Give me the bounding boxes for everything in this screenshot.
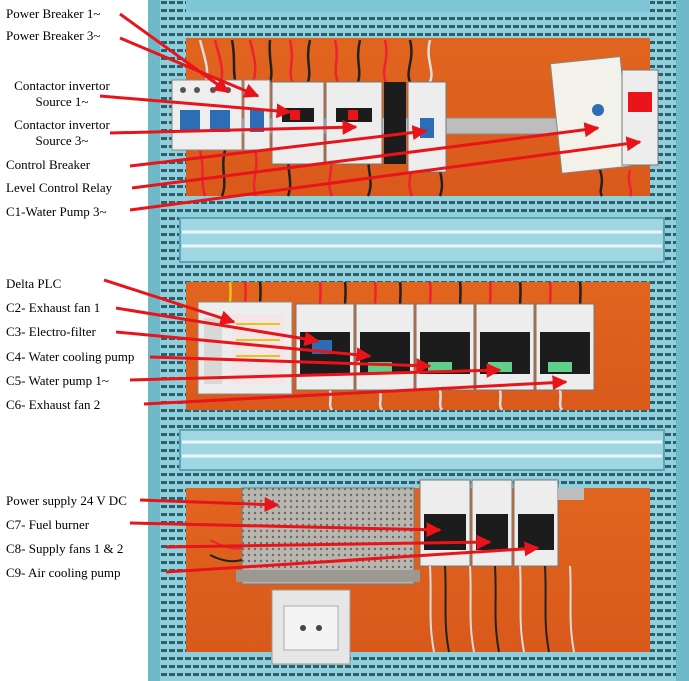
- contactor-inverter-block: [271, 81, 447, 173]
- socket-outlet: [271, 589, 351, 665]
- breaker-block: [171, 79, 271, 151]
- label-level-control-relay: Level Control Relay: [6, 180, 113, 195]
- label-c2-exhaust-fan-1: C2- Exhaust fan 1: [6, 300, 101, 315]
- label-delta-plc: Delta PLC: [6, 276, 62, 291]
- wires-bottom: [209, 539, 575, 653]
- label-contactor-src3: Contactor invertor Source 3~: [6, 117, 118, 149]
- arrow-power-breaker-1: [119, 12, 230, 94]
- arrow-c3: [115, 330, 372, 363]
- label-c6-exhaust-fan-2: C6- Exhaust fan 2: [6, 397, 101, 412]
- label-power-breaker-1: Power Breaker 1~: [6, 6, 101, 21]
- label-contactor-src3-line1: Contactor invertor: [14, 117, 110, 132]
- label-control-breaker: Control Breaker: [6, 157, 91, 172]
- arrow-contactor-src1: [99, 94, 292, 119]
- arrow-control-breaker: [129, 125, 428, 168]
- contactor-row-middle: [295, 303, 595, 391]
- label-contactor-src3-line2: Source 3~: [35, 133, 89, 148]
- label-c4-water-cooling-pump: C4- Water cooling pump: [6, 349, 135, 364]
- label-contactor-src1: Contactor invertor Source 1~: [6, 78, 118, 110]
- arrow-c7: [129, 521, 442, 538]
- label-c5-water-pump-1: C5- Water pump 1~: [6, 373, 109, 388]
- label-power-supply-24v: Power supply 24 V DC: [6, 493, 127, 508]
- arrow-c2: [115, 306, 320, 347]
- label-c9-air-cooling-pump: C9- Air cooling pump: [6, 565, 121, 580]
- arrow-c6: [143, 375, 568, 406]
- arrow-c5: [129, 362, 502, 382]
- label-c8-supply-fans: C8- Supply fans 1 & 2: [6, 541, 124, 556]
- label-c7-fuel-burner: C7- Fuel burner: [6, 517, 90, 532]
- arrow-contactor-src3: [109, 119, 358, 135]
- arrow-c8: [165, 534, 492, 550]
- arrow-delta-plc: [103, 278, 236, 325]
- arrow-c9: [165, 541, 540, 574]
- level-relay-block: [549, 55, 659, 174]
- arrow-power-breaker-3: [119, 36, 260, 98]
- label-c1-water-pump: C1-Water Pump 3~: [6, 204, 107, 219]
- duct-cover: [179, 217, 665, 471]
- label-c3-electro-filter: C3- Electro-filter: [6, 324, 96, 339]
- arrow-c4: [149, 355, 432, 374]
- power-supply-unit: [236, 487, 420, 585]
- arrow-c1: [129, 136, 642, 212]
- arrow-level-relay: [131, 122, 600, 190]
- annotation-arrows: [99, 12, 642, 574]
- label-power-breaker-3: Power Breaker 3~: [6, 28, 101, 43]
- arrow-power-supply: [139, 497, 280, 513]
- label-contactor-src1-line1: Contactor invertor: [14, 78, 110, 93]
- label-contactor-src1-line2: Source 1~: [35, 94, 89, 109]
